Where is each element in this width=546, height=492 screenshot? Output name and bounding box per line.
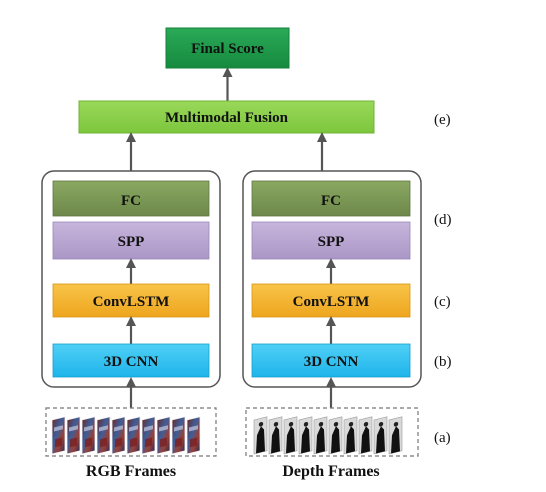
- stage-label-b: (b): [434, 354, 452, 370]
- rgb-video-frames-icon: [51, 416, 201, 455]
- stage-label-e: (e): [434, 112, 451, 128]
- depth-fc-label: FC: [321, 193, 341, 209]
- rgb-3dcnn-block: [52, 343, 210, 378]
- depth-spp-block: [251, 221, 411, 260]
- rgb-fc-block: [52, 180, 210, 217]
- rgb-fc-label: FC: [121, 193, 141, 209]
- depth-3dcnn-block: [251, 343, 411, 378]
- depth-fc-block: [251, 180, 411, 217]
- depth-frames-input: [245, 407, 419, 457]
- depth-convlstm-label: ConvLSTM: [293, 294, 370, 310]
- depth-3dcnn-label: 3D CNN: [304, 354, 359, 370]
- depth-frames-dashed-box: [245, 407, 419, 457]
- depth-convlstm-block: [251, 283, 411, 318]
- multimodal-fusion-label: Multimodal Fusion: [165, 110, 289, 126]
- rgb-convlstm-label: ConvLSTM: [93, 294, 170, 310]
- rgb-3dcnn-label: 3D CNN: [104, 354, 159, 370]
- stage-label-d: (d): [434, 212, 452, 228]
- stage-label-c: (c): [434, 294, 451, 310]
- rgb-convlstm-block: [52, 283, 210, 318]
- stage-label-a: (a): [434, 430, 451, 446]
- depth-video-frames-icon: [253, 416, 403, 455]
- final-score-node: Final Score: [165, 27, 290, 69]
- rgb-spp-block: [52, 221, 210, 260]
- multimodal-fusion-node: Multimodal Fusion: [78, 100, 375, 134]
- rgb-frames-dashed-box: [45, 407, 217, 457]
- depth-spp-label: SPP: [318, 234, 345, 250]
- final-score-label: Final Score: [191, 41, 264, 57]
- rgb-frames-input: [45, 407, 217, 457]
- depth-frames-caption: Depth Frames: [282, 463, 379, 480]
- rgb-stream: FC SPP ConvLSTM 3D CNN: [41, 170, 221, 388]
- depth-stream: FC SPP ConvLSTM 3D CNN: [242, 170, 422, 388]
- rgb-spp-label: SPP: [118, 234, 145, 250]
- rgb-frames-caption: RGB Frames: [86, 463, 176, 480]
